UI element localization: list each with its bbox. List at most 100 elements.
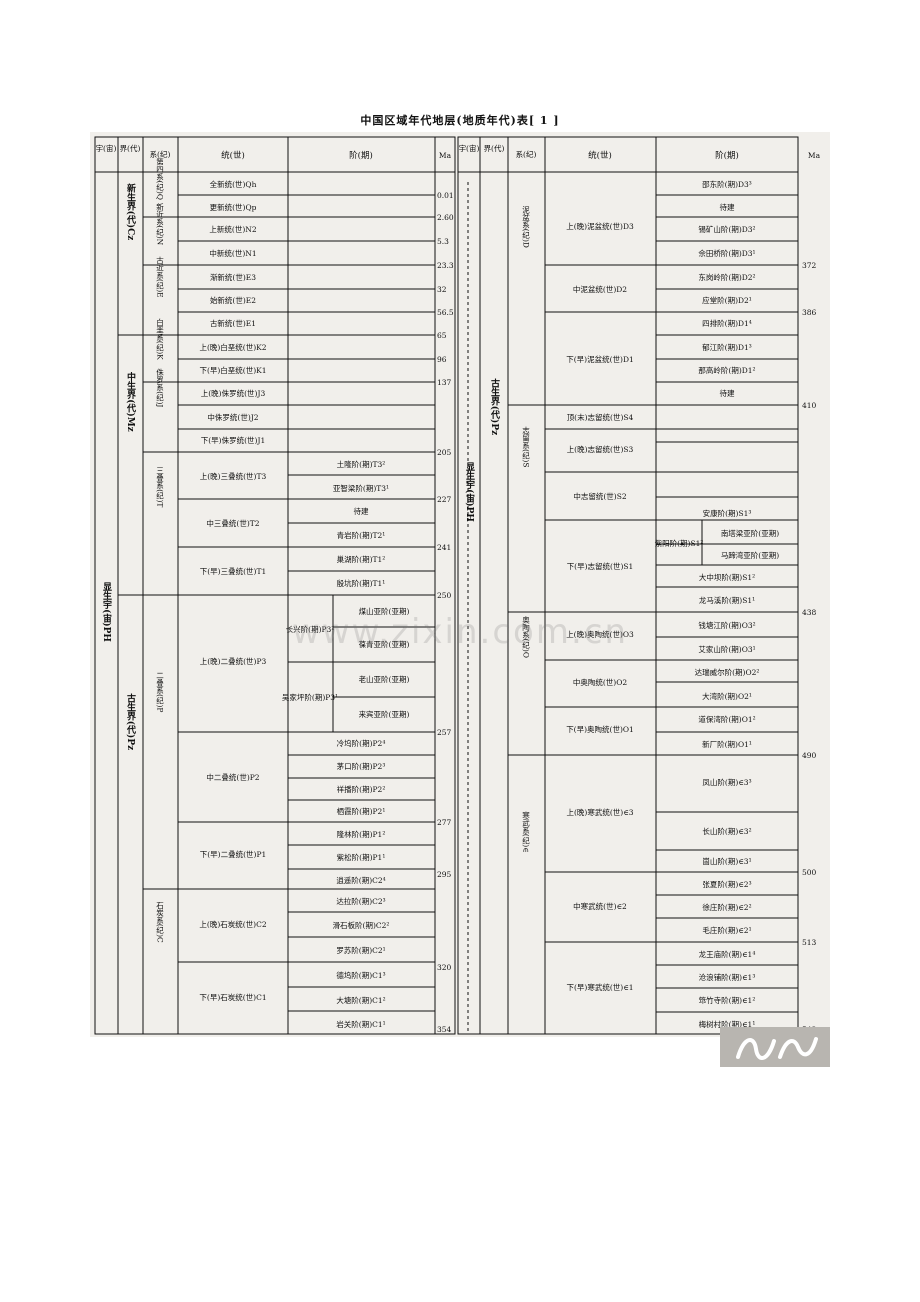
stage-label: 隆林阶(期)P1² <box>337 829 386 839</box>
stage-label: 安康阶(期)S1³ <box>703 508 752 518</box>
stage-label: 龙马溪阶(期)S1¹ <box>699 595 755 605</box>
stage-label: 郁江阶(期)D1³ <box>702 342 752 352</box>
stratigraphic-table: 宇(宙) 界(代) 系(纪) 统(世) 阶(期) Ma 宇(宙) 界(代) 系(… <box>90 132 830 1037</box>
left-table-frame <box>94 136 456 1035</box>
stage-group-label: 紫阳阶(期)S1² <box>655 538 704 548</box>
system-silurian: 志留系(纪)S <box>521 425 530 467</box>
substage-label: 南塔梁亚阶(亚期) <box>721 528 779 538</box>
left-series: 全新统(世)Qh 更新统(世)Qp 上新统(世)N2 中新统(世)N1 渐新统(… <box>199 179 266 1002</box>
ma-value: 137 <box>437 378 452 387</box>
series-label: 下(早)二叠统(世)P1 <box>200 849 267 859</box>
ma-value: 96 <box>437 355 447 364</box>
fossil-logo <box>720 1027 830 1067</box>
ma-value: 386 <box>802 308 817 317</box>
stage-label: 筇竹寺阶(期)∈1² <box>699 995 756 1005</box>
series-label: 中寒武统(世)∈2 <box>573 901 627 911</box>
eon-left: 显生宇(宙)PH <box>101 582 112 642</box>
series-label: 上(晚)侏罗统(世)J3 <box>201 388 266 398</box>
system-devonian: 泥盆系(纪)D <box>521 206 530 248</box>
stage-label: 道保湾阶(期)O1² <box>698 714 755 724</box>
stage-label: 锡矿山阶(期)D3² <box>698 224 755 234</box>
series-label: 上(晚)寒武统(世)∈3 <box>566 807 633 817</box>
ma-value: 250 <box>437 591 452 600</box>
ma-value: 32 <box>437 285 447 294</box>
series-label: 下(早)侏罗统(世)J1 <box>201 435 265 445</box>
left-stages: 土隆阶(期)T3² 亚智梁阶(期)T3¹ 待建 青岩阶(期)T2¹ 巢湖阶(期)… <box>282 459 410 1029</box>
ma-value: 354 <box>437 1025 452 1034</box>
header-ma-right: Ma <box>808 151 821 160</box>
stage-label: 巢湖阶(期)T1² <box>337 554 386 564</box>
stage-label: 岩关阶(期)C1¹ <box>336 1019 385 1029</box>
header-system-left: 系(纪) <box>150 149 171 159</box>
stage-label: 土隆阶(期)T3² <box>337 459 386 469</box>
system-cambrian: 寒武系(纪)∈ <box>521 810 530 853</box>
stage-label: 长山阶(期)∈3² <box>702 826 751 836</box>
stage-label: 徐庄阶(期)∈2² <box>702 902 751 912</box>
ma-value: 500 <box>802 868 817 877</box>
ma-value: 65 <box>437 331 447 340</box>
series-label: 渐新统(世)E3 <box>210 272 256 282</box>
substage-label: 葆青亚阶(亚期) <box>359 639 410 649</box>
ma-value: 23.3 <box>437 261 454 270</box>
stage-label: 栖霞阶(期)P2¹ <box>337 806 386 816</box>
header-stage-right: 阶(期) <box>715 150 739 161</box>
ma-value: 438 <box>802 608 817 617</box>
series-label: 中新统(世)N1 <box>209 248 256 258</box>
stage-label: 那高岭阶(期)D1² <box>698 365 755 375</box>
series-label: 中奥陶统(世)O2 <box>573 677 628 687</box>
stage-label: 亚智梁阶(期)T3¹ <box>333 483 389 493</box>
table-grid: 宇(宙) 界(代) 系(纪) 统(世) 阶(期) Ma 宇(宙) 界(代) 系(… <box>94 136 821 1035</box>
series-label: 始新统(世)E2 <box>210 295 256 305</box>
series-label: 上(晚)奥陶统(世)O3 <box>566 629 634 639</box>
stage-label: 艾家山阶(期)O3¹ <box>698 644 755 654</box>
grid-lines <box>94 136 799 1035</box>
stage-label: 四排阶(期)D1⁴ <box>702 318 752 328</box>
stage-label: 凤山阶(期)∈3³ <box>702 777 751 787</box>
ma-value: 2.60 <box>437 213 454 222</box>
ma-value: 5.3 <box>437 237 449 246</box>
system-paleogene: 古近系(纪)E <box>155 255 164 298</box>
series-label: 上(晚)石炭统(世)C2 <box>199 919 266 929</box>
ma-value: 277 <box>437 818 452 827</box>
series-label: 上(晚)白垩统(世)K2 <box>199 342 266 352</box>
stage-label: 待建 <box>354 506 369 516</box>
stage-label: 佘田桥阶(期)D3¹ <box>698 248 755 258</box>
series-label: 上(晚)志留统(世)S3 <box>567 444 634 454</box>
ma-value: 0.01 <box>437 191 454 200</box>
stage-label: 冷坞阶(期)P2⁴ <box>337 738 386 748</box>
series-label: 上(晚)泥盆统(世)D3 <box>566 221 634 231</box>
ma-value: 205 <box>437 448 452 457</box>
series-label: 下(早)白垩统(世)K1 <box>199 365 266 375</box>
series-label: 中二叠统(世)P2 <box>206 772 259 782</box>
series-label: 下(早)三叠统(世)T1 <box>200 566 266 576</box>
ma-value: 320 <box>437 963 452 972</box>
right-ma-column: 372 386 410 438 490 500 513 543 <box>802 261 817 1034</box>
series-label: 下(早)泥盆统(世)D1 <box>566 354 634 364</box>
stage-label: 沧浪铺阶(期)∈1³ <box>699 972 756 982</box>
left-ma-column: 0.01 2.60 5.3 23.3 32 56.5 65 96 137 205… <box>437 191 454 1034</box>
system-permian: 二叠系(纪)P <box>155 672 164 713</box>
ma-value: 513 <box>802 938 817 947</box>
system-neogene: 新近系(纪)N <box>155 201 164 245</box>
era-mesozoic: 中生界(代)Mz <box>125 371 137 432</box>
ma-value: 490 <box>802 751 817 760</box>
series-label: 古新统(世)E1 <box>210 318 256 328</box>
series-label: 顶(末)志留统(世)S4 <box>567 412 634 422</box>
era-right: 古生界(代)Pz <box>489 378 501 435</box>
stage-label: 逍遥阶(期)C2⁴ <box>336 875 385 885</box>
header-system-right: 系(纪) <box>516 149 537 159</box>
series-label: 上(晚)二叠统(世)P3 <box>200 656 267 666</box>
series-label: 更新统(世)Qp <box>210 202 257 212</box>
stage-label: 待建 <box>720 388 735 398</box>
system-quaternary: 第四系(纪)Q <box>155 157 164 200</box>
stage-group-label: 长兴阶(期)P3² <box>286 624 335 634</box>
series-label: 中三叠统(世)T2 <box>206 518 259 528</box>
stage-label: 龙王庙阶(期)∈1⁴ <box>699 949 756 959</box>
right-stages: 邵东阶(期)D3³ 待建 锡矿山阶(期)D3² 佘田桥阶(期)D3¹ 东岗岭阶(… <box>655 179 780 1029</box>
stage-label: 祥播阶(期)P2² <box>337 784 386 794</box>
system-cretaceous: 白垩系(纪)K <box>155 317 164 360</box>
stage-label: 达拉阶(期)C2³ <box>336 896 385 906</box>
stage-label: 达瑞威尔阶(期)O2² <box>695 667 760 677</box>
series-label: 中志留统(世)S2 <box>573 491 626 501</box>
header-era-left: 界(代) <box>120 143 141 153</box>
